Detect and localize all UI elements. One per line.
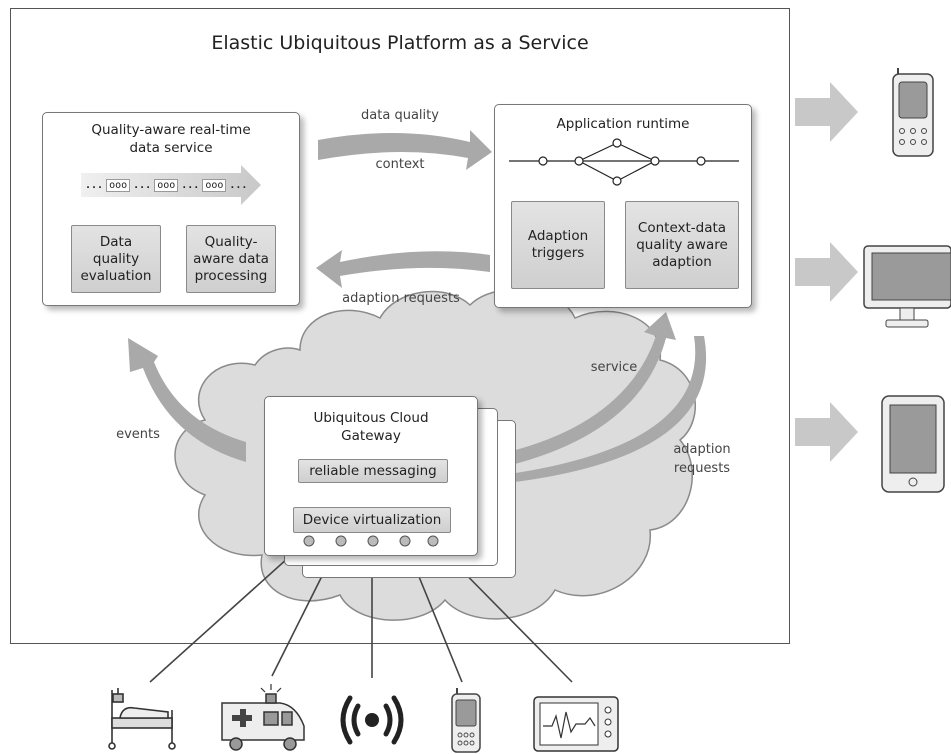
- adaption-requests-arrow: [316, 250, 490, 288]
- box-line: Quality-: [204, 233, 258, 250]
- context-arrow: [318, 130, 492, 170]
- stream-token: ...: [229, 179, 248, 191]
- platform-frame: [10, 8, 790, 644]
- box-line: processing: [194, 267, 268, 284]
- stream-token: ooo: [202, 178, 227, 192]
- stream-token: ooo: [154, 178, 179, 192]
- box-line: Adaption: [527, 228, 589, 244]
- stream-token: ...: [181, 179, 200, 191]
- adaption-requests-label: adaption requests: [342, 291, 460, 306]
- data-quality-evaluation-box: Data quality evaluation: [71, 225, 161, 293]
- gateway-ports: [303, 535, 439, 547]
- events-label: events: [116, 427, 160, 442]
- box-line: Context-data: [637, 219, 727, 236]
- adaption-triggers-box: Adaption triggers: [511, 201, 605, 289]
- data-service-card: Quality-aware real-time data service ...…: [42, 112, 300, 306]
- workflow-graph-icon: [509, 138, 739, 186]
- context-label: context: [375, 157, 425, 172]
- box-line: triggers: [531, 245, 585, 261]
- box-line: evaluation: [80, 267, 152, 284]
- quality-aware-processing-box: Quality- aware data processing: [186, 225, 276, 293]
- box-line: Data: [99, 233, 133, 250]
- runtime-title: Application runtime: [556, 116, 690, 132]
- adaption-requests-right-line1: adaption: [673, 442, 731, 457]
- stream-token: ...: [133, 179, 152, 191]
- platform-title: Elastic Ubiquitous Platform as a Service: [211, 32, 589, 54]
- data-quality-label: data quality: [361, 108, 439, 123]
- application-runtime-card: Application runtime Adaption triggers Co…: [494, 104, 752, 308]
- device-virtualization-box: Device virtualization: [293, 507, 451, 533]
- gateway-title-line2: Gateway: [341, 428, 401, 444]
- adaption-requests-right-line2: requests: [673, 461, 731, 476]
- box-line: quality: [92, 250, 140, 267]
- stream-token: ooo: [106, 178, 131, 192]
- box-line: adaption: [652, 253, 712, 270]
- service-label: service: [590, 360, 638, 375]
- box-line: quality aware: [636, 236, 728, 253]
- reliable-messaging-box: reliable messaging: [298, 459, 448, 483]
- box-line: aware data: [193, 250, 269, 267]
- events-arrow: [128, 338, 246, 462]
- gateway-title-line1: Ubiquitous Cloud: [313, 410, 429, 426]
- stream-token: ...: [85, 179, 104, 191]
- context-data-quality-aware-adaption-box: Context-data quality aware adaption: [625, 201, 739, 289]
- data-stream-tokens: ... ooo ... ooo ... ooo ...: [85, 177, 248, 193]
- gateway-card: Ubiquitous Cloud Gateway reliable messag…: [264, 396, 478, 556]
- data-service-title-line2: data service: [129, 140, 213, 156]
- client-arrows: [795, 82, 858, 462]
- data-service-title-line1: Quality-aware real-time: [91, 122, 251, 138]
